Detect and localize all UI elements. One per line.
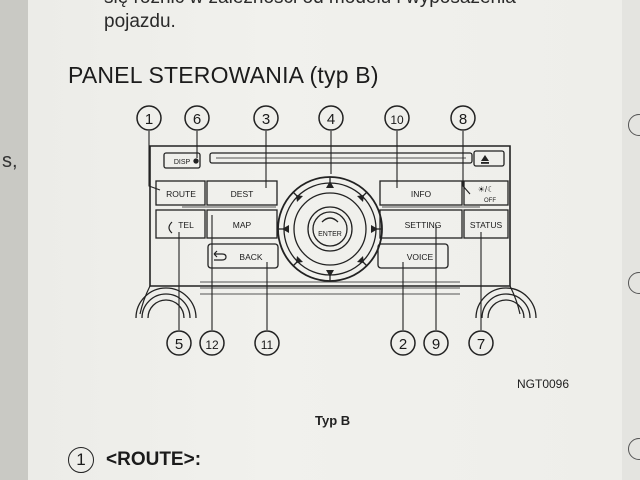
intro-line: się różnić w zależności od modelu i wypo… [104, 0, 604, 10]
callout-number: 11 [261, 338, 274, 352]
callout-number: 5 [175, 336, 183, 353]
callout-number: 1 [145, 111, 153, 128]
section-heading: PANEL STEROWANIA (typ B) [68, 62, 379, 88]
day-night-off-label: OFF [484, 198, 496, 204]
voice-button[interactable]: VOICE [407, 252, 434, 262]
enter-button[interactable]: ENTER [318, 231, 342, 238]
callout-number: 2 [399, 336, 407, 353]
list-item-route: 1 <ROUTE>: [68, 447, 201, 473]
item-label: <ROUTE>: [106, 449, 202, 470]
adjacent-page-text: s, [2, 150, 18, 172]
info-button[interactable]: INFO [411, 189, 432, 199]
callout-number: 7 [477, 336, 485, 353]
day-night-button[interactable]: ☀/☾ [478, 185, 495, 194]
phone-icon [168, 221, 173, 234]
figure-code: NGT0096 [517, 377, 570, 391]
back-arrow-icon [213, 250, 227, 261]
intro-line: pojazdu. [104, 11, 176, 32]
map-button[interactable]: MAP [233, 220, 252, 230]
status-button[interactable]: STATUS [470, 220, 503, 230]
next-page-edge [622, 0, 640, 480]
item-number: 1 [68, 447, 94, 473]
callout-number: 4 [327, 111, 335, 128]
adjacent-page-edge: s, [0, 0, 28, 480]
callout-number: 10 [390, 113, 404, 127]
figure-caption: Typ B [315, 413, 351, 428]
back-button[interactable]: BACK [239, 252, 262, 262]
manual-page [28, 0, 632, 480]
callout-number: 8 [459, 111, 467, 128]
dest-button[interactable]: DEST [231, 189, 254, 199]
callout-number: 3 [262, 111, 270, 128]
callout-number: 12 [205, 338, 219, 352]
intro-paragraph: się różnić w zależności od modelu i wypo… [104, 0, 604, 34]
setting-button[interactable]: SETTING [405, 220, 442, 230]
callout-number: 6 [193, 111, 201, 128]
tel-button[interactable]: TEL [178, 220, 194, 230]
callout-number: 9 [432, 336, 440, 353]
route-button[interactable]: ROUTE [166, 189, 196, 199]
disp-button[interactable]: DISP [174, 159, 191, 166]
